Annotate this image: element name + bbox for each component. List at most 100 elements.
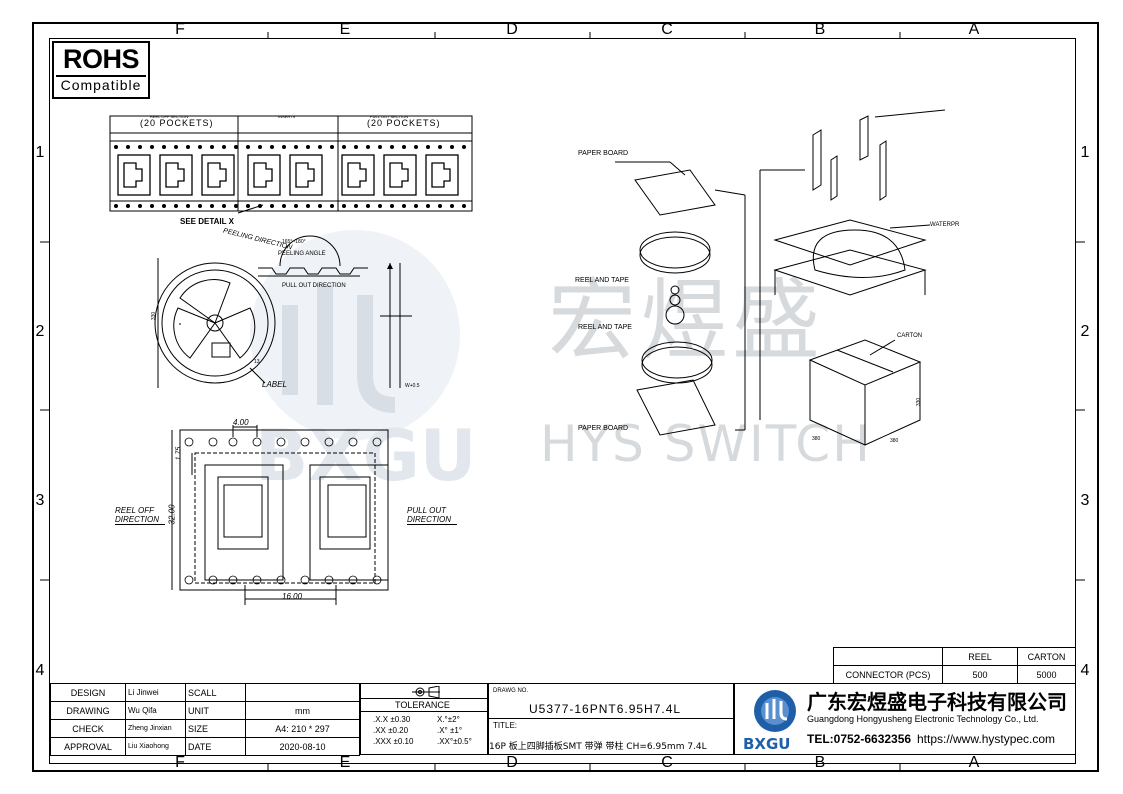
tolerance-linear-2: .XX ±0.20 [373,726,409,735]
zone-row-4-right: 4 [1080,662,1090,679]
drawing-no-label: DRAWG NO. [493,688,529,694]
company-tel: TEL:0752-6632356 [807,732,912,746]
rohs-subtitle: Compatible [56,75,146,94]
pitch-dimension: 4.00 [233,418,249,427]
zone-col-d-top: D [506,21,518,38]
reel-label-label: LABEL [262,380,287,389]
zone-col-e-bottom: E [339,754,351,771]
pull-out-section-label: PULL OUT SECTION [370,114,409,119]
tolerance-label: TOLERANCE [395,700,450,710]
reel-and-tape-2-label: REEL AND TAPE [578,324,632,331]
packing-exploded-drawing [615,109,946,446]
design-label: DESIGN [50,683,126,702]
company-website: https://www.hystypec.com [917,732,1056,746]
edge-offset-dimension: 1.75 [175,446,183,461]
drawing-frame-outer [32,22,1099,772]
reel-and-tape-1-label: REEL AND TAPE [575,277,629,284]
approval-name: Liu Xiaohong [125,737,186,756]
reel-off-direction-label: REEL OFF DIRECTION [115,506,165,525]
projection-symbol-icon [412,686,440,698]
tolerance-angular-2: .X° ±1° [437,726,463,735]
watermark-en: HYS SWITCH [540,415,872,473]
zone-col-d-bottom: D [506,754,518,771]
watermark-logo-icon: BXGU [250,230,477,497]
design-name: Li Jinwei [125,683,186,702]
zone-row-4-left: 4 [35,662,45,679]
packing-header-carton: CARTON [1017,647,1076,666]
carton-depth-dimension: 380 [812,436,821,442]
rohs-title: ROHS [62,44,140,74]
company-name-cn: 广东宏煜盛电子科技有限公司 [807,690,1067,714]
peeling-angle-range-label: 165°~180° [282,239,306,245]
drawing-label: DRAWING [50,701,126,720]
zone-row-3-right: 3 [1080,492,1090,509]
unit-value: mm [245,701,360,720]
reel-dia-label: 330 [151,311,158,321]
zone-col-c-bottom: C [661,754,673,771]
zone-row-2-right: 2 [1080,323,1090,340]
pull-out-direction-label: PULL OUT DIRECTION [282,283,346,289]
approval-label: APPROVAL [50,737,126,756]
pockets-left-label: (20 POCKETS) [140,118,214,128]
tolerance-block: TOLERANCE .X.X ±0.30 .XX ±0.20 .XXX ±0.1… [360,683,488,755]
packing-header-reel: REEL [942,647,1018,666]
packing-row-label: CONNECTOR (PCS) [833,665,943,684]
middle-section-label: INSERTS [278,114,296,119]
zone-col-b-bottom: B [814,754,826,771]
tape-strip-drawing [109,115,473,214]
zone-row-1-right: 1 [1080,144,1090,161]
drawing-name: Wu Qifa [125,701,186,720]
packing-reel-qty: 500 [942,665,1018,684]
title-label: TITLE: [493,721,518,730]
scall-value [245,683,360,702]
paper-board-top-label: PAPER BOARD [578,150,629,157]
drawing-frame-inner [49,38,1076,764]
pull-out-direction-detail-label: PULL OUT DIRECTION [407,506,457,525]
packing-quantity-table: REEL CARTON CONNECTOR (PCS) 500 5000 [833,647,1076,684]
unit-label: UNIT [185,701,246,720]
check-label: CHECK [50,719,126,738]
size-label: SIZE [185,719,246,738]
zone-col-a-top: A [968,21,980,38]
zone-row-1-left: 1 [35,144,45,161]
tolerance-linear-3: .XXX ±0.10 [373,737,414,746]
waterproof-label: WATERPR [930,222,960,228]
reel-off-section-label: REEL OFF SECTION [150,114,189,119]
carton-width-dimension: 380 [890,438,899,444]
packing-carton-qty: 5000 [1017,665,1076,684]
company-logo-icon: BXGU [743,690,796,753]
zone-col-b-top: B [814,21,826,38]
tolerance-linear-1: .X.X ±0.30 [373,715,411,724]
company-block: BXGU 广东宏煜盛电子科技有限公司 Guangdong Hongyusheng… [734,683,1076,755]
carton-label: CARTON [897,333,923,339]
detail-x-drawing [171,425,389,605]
reel-drawing [154,235,412,388]
zone-col-e-top: E [339,21,351,38]
zone-row-2-left: 2 [35,323,45,340]
zone-col-c-top: C [661,21,673,38]
date-label: DATE [185,737,246,756]
drawing-number: U5377-16PNT6.95H7.4L [529,702,682,716]
tolerance-angular-1: X.°±2° [437,715,460,724]
paper-board-bottom-label: PAPER BOARD [578,425,629,432]
title-value: 16P 板上四脚插板SMT 带弹 带柱 CH=6.95mm 7.4L [489,742,707,752]
peeling-angle-label: PEELING ANGLE [278,251,326,257]
hub-dia-label: 13 [254,359,260,365]
zone-col-a-bottom: A [968,754,980,771]
carton-height-dimension: 330 [916,397,923,407]
date-value: 2020-08-10 [245,737,360,756]
pocket-pitch-dimension: 16.00 [282,592,303,601]
rohs-badge: ROHS Compatible [52,41,150,99]
size-value: A4: 210 * 297 [245,719,360,738]
zone-col-f-top: F [175,21,185,38]
title-block-signatures: DESIGN Li Jinwei SCALL DRAWING Wu Qifa U… [50,683,360,756]
tolerance-angular-3: .XX°±0.5° [437,737,472,746]
company-name-en: Guangdong Hongyusheng Electronic Technol… [807,714,1039,724]
see-detail-label: SEE DETAIL X [180,217,234,226]
packing-header-empty [833,647,943,666]
zone-row-3-left: 3 [35,492,45,509]
tape-width-dimension: 32.00 [167,504,177,525]
scall-label: SCALL [185,683,246,702]
logo-text: BXGU [743,735,791,753]
